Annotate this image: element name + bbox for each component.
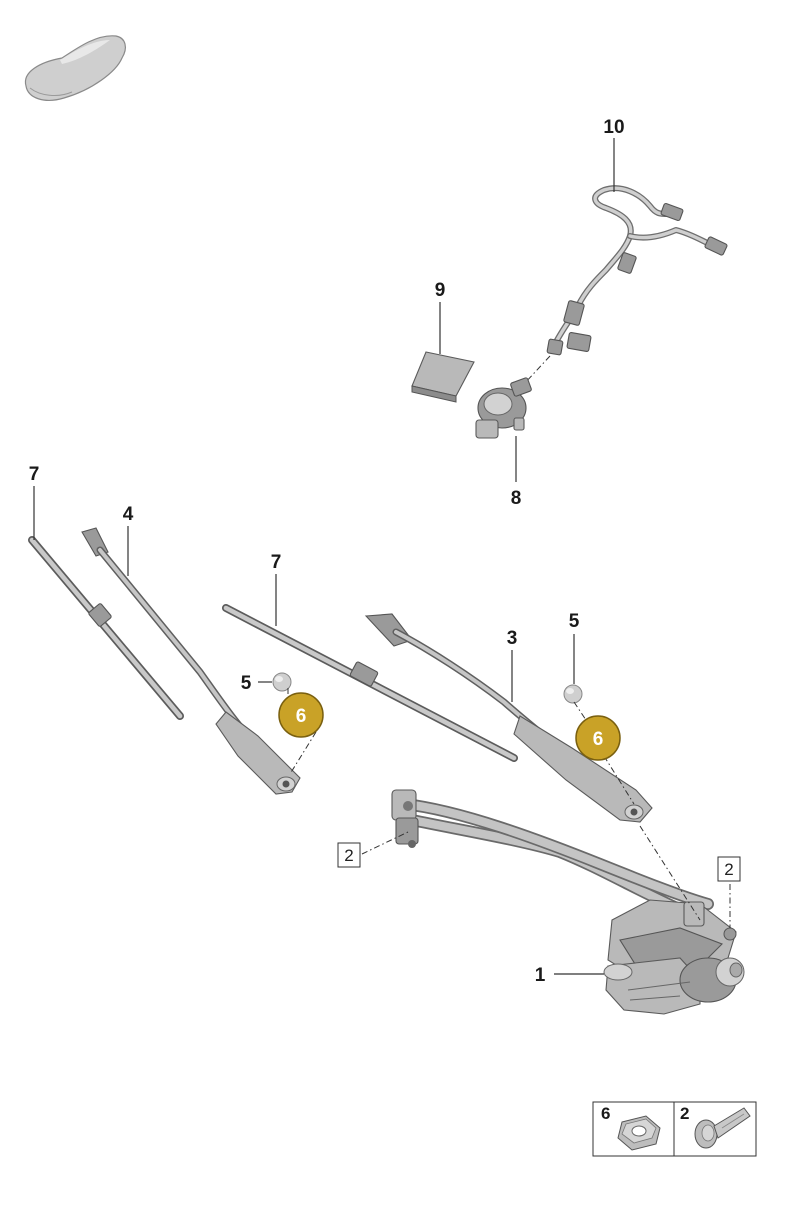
label-part-7-center: 7: [271, 552, 282, 573]
label-part-1: 1: [535, 965, 546, 986]
label-part-8: 8: [511, 488, 522, 509]
wiper-blade-left: [28, 536, 184, 720]
legend-number-nut: 6: [601, 1104, 610, 1123]
wiper-linkage-motor: [391, 789, 745, 1015]
cap-left: [272, 672, 292, 692]
boxed-label-part-2-left: 2: [337, 842, 361, 868]
label-part-7-left: 7: [29, 464, 40, 485]
car-silhouette-icon: [24, 35, 126, 101]
highlight-circle: [278, 692, 324, 738]
cable-harness: [523, 185, 728, 385]
rain-sensor: [475, 377, 532, 439]
label-part-5-right: 5: [569, 611, 580, 632]
leader-lines: [33, 138, 615, 975]
label-part-10: 10: [603, 117, 624, 138]
cap-right: [563, 684, 583, 704]
label-part-3: 3: [507, 628, 518, 649]
highlight-part-6-left[interactable]: 6: [278, 692, 324, 738]
wiper-blade-center: [222, 604, 518, 762]
label-part-2-right: 2: [724, 860, 733, 879]
label-part-2-left: 2: [344, 846, 353, 865]
boxed-label-part-2-right: 2: [717, 856, 741, 882]
wiper-arm-right: [364, 613, 653, 823]
bolt-icon: [694, 1107, 751, 1149]
sensor-pad: [411, 351, 475, 403]
label-part-5-left: 5: [241, 673, 252, 694]
label-part-4: 4: [123, 504, 134, 525]
highlight-part-6-right[interactable]: 6: [575, 715, 621, 761]
legend-number-bolt: 2: [680, 1104, 689, 1123]
label-part-6-right: 6: [593, 729, 604, 750]
highlight-circle: [575, 715, 621, 761]
fastener-legend: 6 2: [592, 1101, 757, 1157]
hex-nut-icon: [617, 1115, 661, 1151]
label-part-9: 9: [435, 280, 446, 301]
wiper-arm-left: [81, 527, 301, 795]
label-part-6-left: 6: [296, 706, 307, 727]
